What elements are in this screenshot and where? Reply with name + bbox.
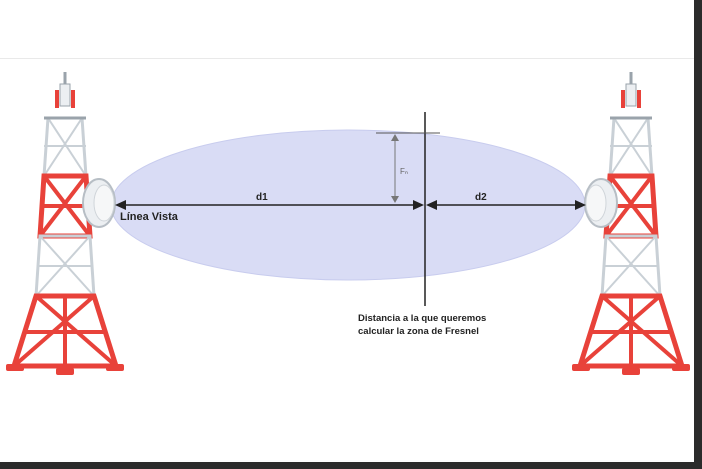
right-tower-icon (572, 72, 690, 375)
d1-label: d1 (256, 192, 268, 203)
left-tower-icon (6, 72, 124, 375)
fresnel-radius-marker (376, 132, 440, 203)
d2-label: d2 (475, 192, 487, 203)
note-line-1: Distancia a la que queremos (358, 313, 486, 324)
fresnel-zone-diagram: d1 d2 Fₙ Línea Vista Distancia a la que … (6, 72, 690, 375)
window-bottom-edge (0, 462, 702, 469)
window-right-edge (694, 0, 702, 469)
diagram-frame: d1 d2 Fₙ Línea Vista Distancia a la que … (0, 0, 694, 462)
left-dish-icon (82, 178, 116, 228)
top-band (0, 0, 694, 59)
note-line-2: calcular la zona de Fresnel (358, 326, 479, 337)
line-of-sight-label: Línea Vista (120, 211, 179, 223)
fresnel-radius-label: Fₙ (400, 167, 408, 176)
line-of-sight (115, 200, 586, 210)
right-dish-icon (584, 178, 618, 228)
